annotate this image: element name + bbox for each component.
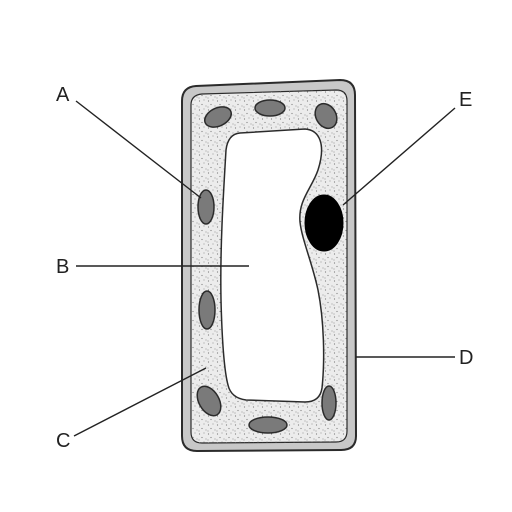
leader-line-c [73, 367, 207, 437]
chloroplast [314, 102, 338, 130]
chloroplast [196, 385, 222, 417]
label-c: C [56, 430, 70, 452]
nucleus [304, 194, 344, 252]
label-e: E [459, 89, 472, 111]
label-d: D [459, 347, 473, 369]
chloroplast [197, 189, 215, 225]
leader-line-a [75, 100, 202, 199]
chloroplast [248, 416, 288, 434]
label-b: B [56, 256, 69, 278]
vacuole [220, 128, 325, 403]
chloroplast [321, 385, 337, 421]
chloroplast [198, 290, 216, 330]
leader-line-e [342, 107, 456, 206]
chloroplast [204, 106, 232, 128]
label-a: A [56, 84, 70, 106]
chloroplast [254, 99, 286, 117]
